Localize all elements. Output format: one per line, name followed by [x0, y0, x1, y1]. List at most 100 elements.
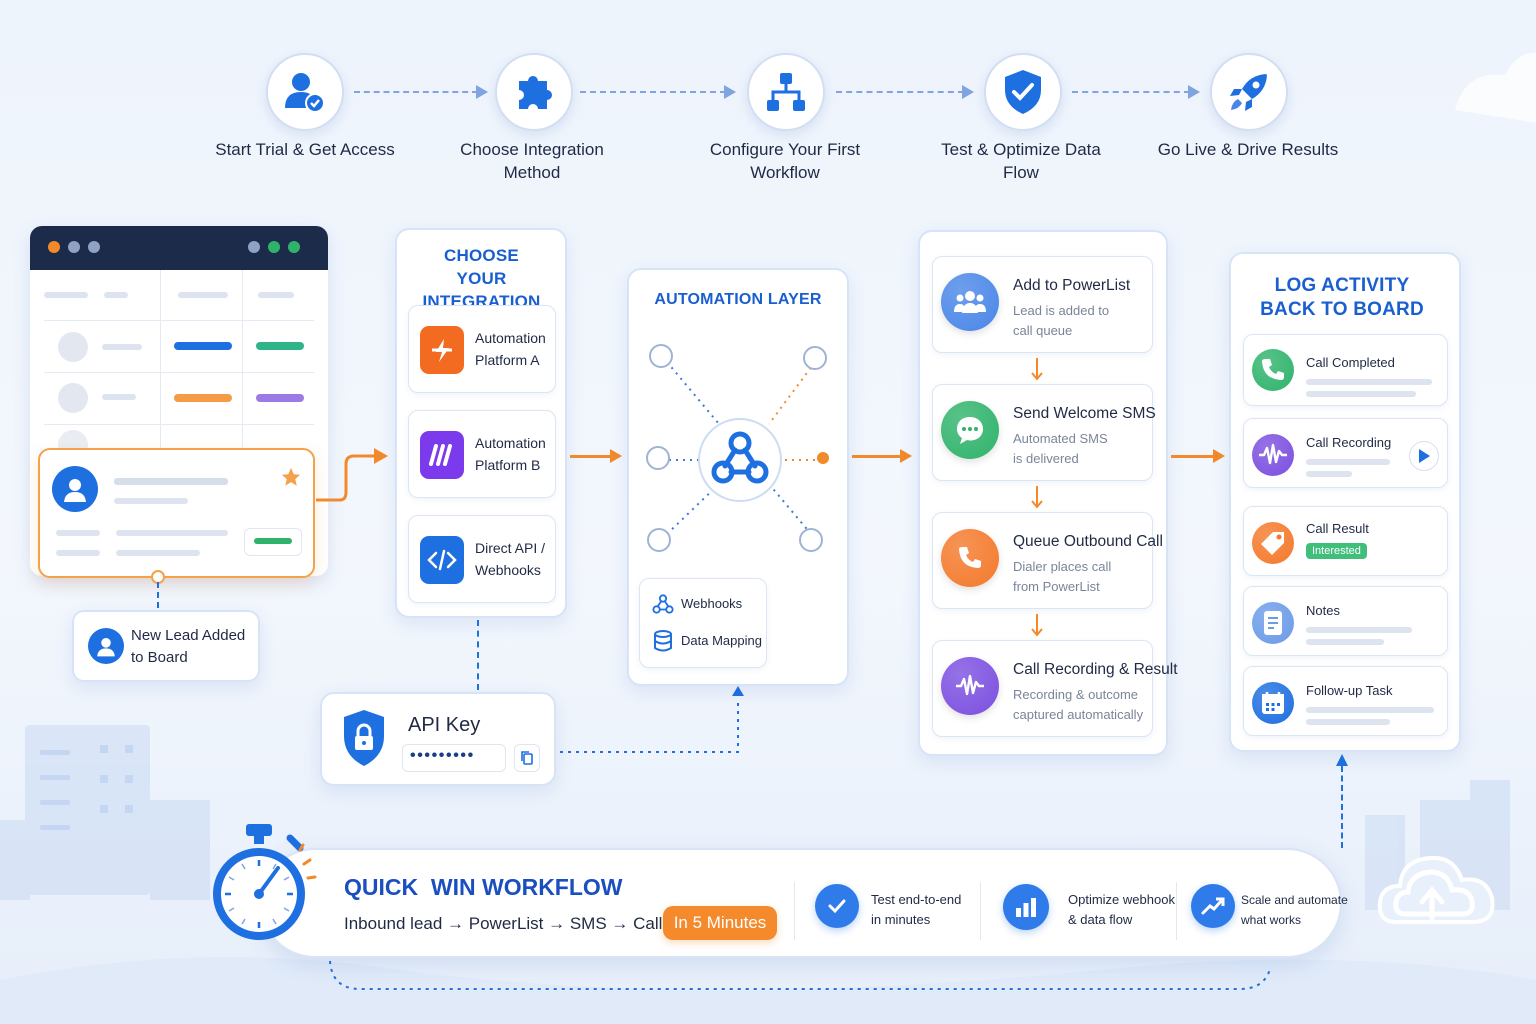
step-5-label: Go Live & Drive Results [1157, 140, 1339, 159]
arrow-head-icon [724, 85, 736, 99]
window-dot [268, 241, 280, 253]
feature-1-line1: Test end-to-end [871, 892, 962, 907]
flow-connector [316, 448, 388, 502]
phone-icon [1252, 349, 1294, 391]
integration-option-direct-api[interactable]: Direct API / Webhooks [408, 515, 556, 603]
step-1-circle [266, 53, 344, 131]
api-key-field[interactable]: ••••••••• [402, 744, 506, 772]
check-icon [815, 884, 859, 928]
flow-step-title: Add to PowerList [1013, 277, 1131, 294]
automation-title: AUTOMATION LAYER [654, 291, 822, 308]
quickwin-pill: In 5 Minutes [663, 906, 777, 940]
feature-1-line2: in minutes [871, 912, 931, 927]
flow-step-sub2: is delivered [1013, 451, 1079, 466]
step-2-circle [495, 53, 573, 131]
avatar [58, 332, 88, 362]
flow-down-arrow [1031, 486, 1043, 510]
flow-step-title: Queue Outbound Call [1013, 533, 1163, 550]
option-label: Automation Platform A [475, 330, 546, 368]
waveform-icon [941, 657, 999, 715]
window-dot [88, 241, 100, 253]
feature-3-line2: what works [1241, 913, 1302, 927]
log-item-4[interactable]: Notes [1243, 586, 1448, 656]
new-lead-text: New Lead Added to Board [131, 627, 246, 666]
play-button[interactable] [1409, 441, 1439, 471]
play-icon [1419, 449, 1430, 463]
step-connector-2 [580, 91, 726, 93]
log-title: LOG ACTIVITY BACK TO BOARD [1260, 275, 1424, 320]
status-badge: Interested [1306, 543, 1367, 559]
flow-down-arrow [1031, 614, 1043, 638]
automation-panel: AUTOMATION LAYER Webhooks [627, 268, 849, 686]
step-3-label: Configure Your First Workflow [709, 140, 861, 182]
integration-panel: CHOOSE YOUR INTEGRATION Automation Platf… [395, 228, 567, 618]
window-dot [248, 241, 260, 253]
automation-features: Webhooks Data Mapping [639, 578, 767, 668]
flow-step-title: Send Welcome SMS [1013, 405, 1156, 422]
flow-down-arrow [1031, 358, 1043, 382]
chat-icon [941, 401, 999, 459]
log-item-1[interactable]: Call Completed [1243, 334, 1448, 406]
arrow-head-icon [962, 85, 974, 99]
option-label: Direct API / Webhooks [475, 540, 546, 578]
log-item-2[interactable]: Call Recording [1243, 418, 1448, 488]
flow-step-sub1: Lead is added to [1013, 303, 1110, 318]
feature-2-line1: Optimize webhook [1068, 892, 1175, 907]
data-mapping-label: Data Mapping [681, 633, 762, 648]
step-2-label: Choose Integration Method [460, 140, 604, 182]
cloud-upload-icon [1377, 855, 1495, 924]
step-5-circle [1210, 53, 1288, 131]
calendar-icon [1252, 682, 1294, 724]
api-key-label: API Key [408, 714, 481, 736]
phone-icon [941, 529, 999, 587]
integration-option-automation-a[interactable]: Automation Platform A [408, 305, 556, 393]
webhook-icon [652, 594, 674, 614]
window-dot [288, 241, 300, 253]
avatar [58, 383, 88, 413]
notes-icon [1252, 602, 1294, 644]
trend-up-icon [1191, 884, 1235, 928]
quickwin-banner [260, 848, 1342, 958]
webhook-network [646, 344, 829, 552]
step-connector-4 [1072, 91, 1190, 93]
database-icon [654, 630, 672, 652]
flow-step-sub2: captured automatically [1013, 707, 1144, 722]
star-icon [281, 467, 301, 486]
lock-shield-icon [344, 710, 384, 766]
user-check-icon [285, 73, 325, 113]
log-item-label: Call Completed [1306, 355, 1395, 370]
step-4-circle [984, 53, 1062, 131]
bar-chart-icon [1003, 884, 1049, 930]
flow-arrow [1171, 449, 1225, 463]
feature-3-line1: Scale and automate [1241, 893, 1348, 907]
log-item-5[interactable]: Follow-up Task [1243, 666, 1448, 736]
integration-option-automation-b[interactable]: Automation Platform B [408, 410, 556, 498]
flow-step-title: Call Recording & Result [1013, 661, 1178, 678]
copy-button[interactable] [514, 744, 540, 772]
shield-check-icon [1005, 70, 1041, 114]
copy-icon [521, 751, 533, 765]
window-dot [68, 241, 80, 253]
log-item-label: Notes [1306, 603, 1340, 618]
step-3-circle [747, 53, 825, 131]
tag-icon [1252, 522, 1294, 564]
hierarchy-icon [767, 73, 805, 111]
new-lead-card[interactable] [38, 448, 315, 578]
webhook-icon [711, 431, 769, 484]
step-connector-3 [836, 91, 964, 93]
option-label: Automation Platform B [475, 435, 546, 473]
log-item-label: Call Result [1306, 521, 1369, 536]
api-connector [560, 686, 744, 753]
api-key-card: API Key ••••••••• [320, 692, 556, 786]
waveform-icon [1252, 434, 1294, 476]
log-item-label: Call Recording [1306, 435, 1392, 450]
stopwatch-icon [213, 824, 317, 940]
user-icon [64, 479, 86, 502]
flow-step-sub1: Dialer places call [1013, 559, 1112, 574]
step-connector-1 [354, 91, 478, 93]
